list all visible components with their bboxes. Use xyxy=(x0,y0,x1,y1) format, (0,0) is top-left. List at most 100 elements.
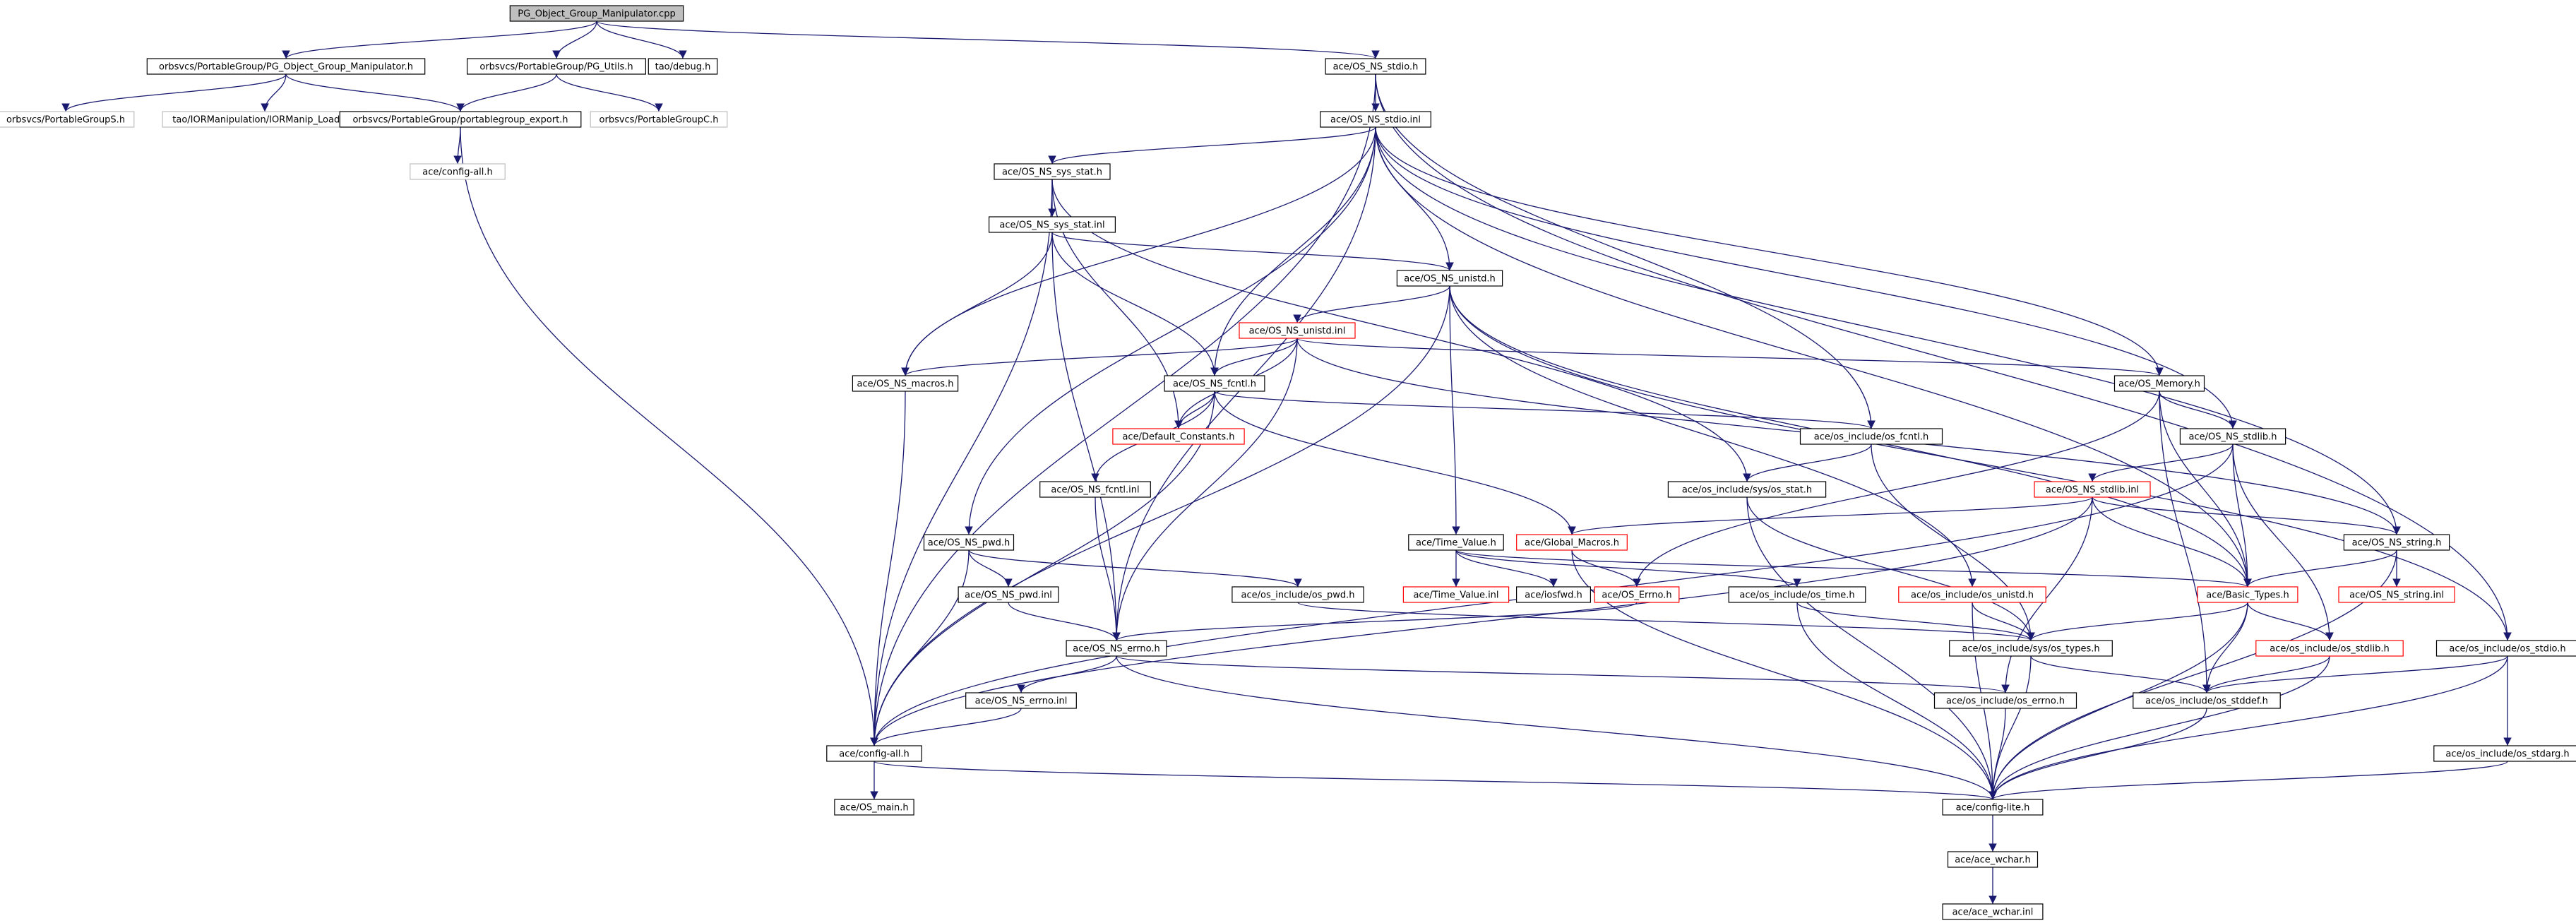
node-os_ns_unistd_inl[interactable]: ace/OS_NS_unistd.inl xyxy=(1239,322,1356,339)
node-os_ns_stdio_inl[interactable]: ace/OS_NS_stdio.inl xyxy=(1320,111,1431,128)
node-box-os_memory_h[interactable] xyxy=(2113,375,2205,392)
node-config_lite_h[interactable]: ace/config-lite.h xyxy=(1942,799,2044,816)
node-os_ns_macros_h[interactable]: ace/OS_NS_macros.h xyxy=(852,375,959,392)
node-os_include_stdlib_h[interactable]: ace/os_include/os_stdlib.h xyxy=(2255,640,2404,657)
node-config_all_grey[interactable]: ace/config-all.h xyxy=(410,163,506,180)
node-sys_types_h[interactable]: ace/os_include/sys/os_types.h xyxy=(1949,640,2113,657)
node-box-os_ns_errno_h[interactable] xyxy=(1066,640,1167,657)
node-box-pgs_h[interactable] xyxy=(0,111,135,128)
node-box-os_ns_errno_inl[interactable] xyxy=(965,692,1077,709)
node-os_include_time_h[interactable]: ace/os_include/os_time.h xyxy=(1728,586,1866,603)
node-box-sys_types_h[interactable] xyxy=(1949,640,2113,657)
node-basic_types_h[interactable]: ace/Basic_Types.h xyxy=(2197,586,2298,603)
node-box-config_lite_h[interactable] xyxy=(1942,799,2044,816)
node-os_ns_pwd_inl[interactable]: ace/OS_NS_pwd.inl xyxy=(958,586,1059,603)
node-os_include_stddef_h[interactable]: ace/os_include/os_stddef.h xyxy=(2133,692,2281,709)
node-box-os_include_pwd_h[interactable] xyxy=(1232,586,1364,603)
node-os_ns_string_inl[interactable]: ace/OS_NS_string.inl xyxy=(2338,586,2455,603)
node-box-os_main_h[interactable] xyxy=(834,799,914,816)
node-os_memory_h[interactable]: ace/OS_Memory.h xyxy=(2113,375,2205,392)
node-os_ns_sys_stat_inl[interactable]: ace/OS_NS_sys_stat.inl xyxy=(988,216,1116,233)
node-ior_loader_h[interactable]: tao/IORManipulation/IORManip_Loader.h xyxy=(162,111,368,128)
node-box-os_ns_unistd_h[interactable] xyxy=(1396,270,1503,287)
node-iosfwd_h[interactable]: ace/iosfwd.h xyxy=(1516,586,1592,603)
node-config_all_h[interactable]: ace/config-all.h xyxy=(826,745,922,762)
node-sys_stat_h[interactable]: ace/os_include/sys/os_stat.h xyxy=(1667,481,1827,498)
node-os_ns_stdlib_inl[interactable]: ace/OS_NS_stdlib.inl xyxy=(2034,481,2151,498)
node-box-pg_export_h[interactable] xyxy=(339,111,582,128)
node-box-os_ns_stdlib_inl[interactable] xyxy=(2034,481,2151,498)
node-os_ns_stdlib_h[interactable]: ace/OS_NS_stdlib.h xyxy=(2179,428,2286,445)
node-pgogm_h[interactable]: orbsvcs/PortableGroup/PG_Object_Group_Ma… xyxy=(146,58,426,75)
node-box-time_value_h[interactable] xyxy=(1408,534,1504,551)
node-os_include_pwd_h[interactable]: ace/os_include/os_pwd.h xyxy=(1232,586,1364,603)
node-box-os_include_stdarg_h[interactable] xyxy=(2433,745,2576,762)
node-os_ns_pwd_h[interactable]: ace/OS_NS_pwd.h xyxy=(923,534,1015,551)
node-os_errno_h[interactable]: ace/OS_Errno.h xyxy=(1594,586,1680,603)
node-box-global_macros_h[interactable] xyxy=(1516,534,1628,551)
node-root[interactable]: PG_Object_Group_Manipulator.cpp xyxy=(509,5,684,22)
node-os_ns_stdio_h[interactable]: ace/OS_NS_stdio.h xyxy=(1325,58,1426,75)
node-os_ns_errno_h[interactable]: ace/OS_NS_errno.h xyxy=(1066,640,1167,657)
node-os_ns_string_h[interactable]: ace/OS_NS_string.h xyxy=(2343,534,2450,551)
node-box-pgogm_h[interactable] xyxy=(146,58,426,75)
node-box-time_value_inl[interactable] xyxy=(1402,586,1510,603)
node-os_include_fcntl_h[interactable]: ace/os_include/os_fcntl.h xyxy=(1799,428,1943,445)
node-os_include_errno_h[interactable]: ace/os_include/os_errno.h xyxy=(1933,692,2077,709)
node-box-ace_wchar_h[interactable] xyxy=(1947,851,2039,868)
node-pgc_h[interactable]: orbsvcs/PortableGroupC.h xyxy=(590,111,728,128)
node-time_value_h[interactable]: ace/Time_Value.h xyxy=(1408,534,1504,551)
node-box-pgutils_h[interactable] xyxy=(466,58,646,75)
node-box-os_ns_pwd_inl[interactable] xyxy=(958,586,1059,603)
node-os_ns_errno_inl[interactable]: ace/OS_NS_errno.inl xyxy=(965,692,1077,709)
node-box-os_ns_sys_stat_h[interactable] xyxy=(994,163,1111,180)
node-time_value_inl[interactable]: ace/Time_Value.inl xyxy=(1402,586,1510,603)
node-os_include_unistd_h[interactable]: ace/os_include/os_unistd.h xyxy=(1898,586,2046,603)
node-box-os_include_stdio_h[interactable] xyxy=(2435,640,2576,657)
node-box-default_constants_h[interactable] xyxy=(1112,428,1245,445)
node-box-debug_h[interactable] xyxy=(648,58,718,75)
edge-os_include_errno_h-to-config_lite_h xyxy=(1988,708,2006,800)
node-box-os_ns_string_h[interactable] xyxy=(2343,534,2450,551)
node-box-os_ns_fcntl_h[interactable] xyxy=(1164,375,1265,392)
node-os_ns_fcntl_inl[interactable]: ace/OS_NS_fcntl.inl xyxy=(1039,481,1151,498)
node-box-root[interactable] xyxy=(509,5,684,22)
node-box-os_ns_unistd_inl[interactable] xyxy=(1239,322,1356,339)
node-box-os_ns_string_inl[interactable] xyxy=(2338,586,2455,603)
node-box-os_include_unistd_h[interactable] xyxy=(1898,586,2046,603)
node-box-os_ns_stdlib_h[interactable] xyxy=(2179,428,2286,445)
node-box-iosfwd_h[interactable] xyxy=(1516,586,1592,603)
node-os_ns_unistd_h[interactable]: ace/OS_NS_unistd.h xyxy=(1396,270,1503,287)
node-pg_export_h[interactable]: orbsvcs/PortableGroup/portablegroup_expo… xyxy=(339,111,582,128)
node-box-os_ns_stdio_h[interactable] xyxy=(1325,58,1426,75)
node-os_ns_sys_stat_h[interactable]: ace/OS_NS_sys_stat.h xyxy=(994,163,1111,180)
node-box-basic_types_h[interactable] xyxy=(2197,586,2298,603)
node-box-os_include_stdlib_h[interactable] xyxy=(2255,640,2404,657)
node-box-os_ns_pwd_h[interactable] xyxy=(923,534,1015,551)
node-box-pgc_h[interactable] xyxy=(590,111,728,128)
node-box-os_ns_fcntl_inl[interactable] xyxy=(1039,481,1151,498)
node-box-sys_stat_h[interactable] xyxy=(1667,481,1827,498)
node-box-os_include_stddef_h[interactable] xyxy=(2133,692,2281,709)
node-box-os_ns_sys_stat_inl[interactable] xyxy=(988,216,1116,233)
node-box-ace_wchar_inl[interactable] xyxy=(1942,903,2044,920)
node-default_constants_h[interactable]: ace/Default_Constants.h xyxy=(1112,428,1245,445)
node-box-config_all_h[interactable] xyxy=(826,745,922,762)
node-box-os_errno_h[interactable] xyxy=(1594,586,1680,603)
node-pgutils_h[interactable]: orbsvcs/PortableGroup/PG_Utils.h xyxy=(466,58,646,75)
node-pgs_h[interactable]: orbsvcs/PortableGroupS.h xyxy=(0,111,135,128)
node-os_main_h[interactable]: ace/OS_main.h xyxy=(834,799,914,816)
node-box-os_include_time_h[interactable] xyxy=(1728,586,1866,603)
node-ace_wchar_h[interactable]: ace/ace_wchar.h xyxy=(1947,851,2039,868)
node-ace_wchar_inl[interactable]: ace/ace_wchar.inl xyxy=(1942,903,2044,920)
node-box-os_ns_stdio_inl[interactable] xyxy=(1320,111,1431,128)
node-os_include_stdio_h[interactable]: ace/os_include/os_stdio.h xyxy=(2435,640,2576,657)
node-os_include_stdarg_h[interactable]: ace/os_include/os_stdarg.h xyxy=(2433,745,2576,762)
node-os_ns_fcntl_h[interactable]: ace/OS_NS_fcntl.h xyxy=(1164,375,1265,392)
node-box-os_include_errno_h[interactable] xyxy=(1933,692,2077,709)
node-box-os_include_fcntl_h[interactable] xyxy=(1799,428,1943,445)
node-box-config_all_grey[interactable] xyxy=(410,163,506,180)
node-debug_h[interactable]: tao/debug.h xyxy=(648,58,718,75)
node-box-os_ns_macros_h[interactable] xyxy=(852,375,959,392)
node-global_macros_h[interactable]: ace/Global_Macros.h xyxy=(1516,534,1628,551)
